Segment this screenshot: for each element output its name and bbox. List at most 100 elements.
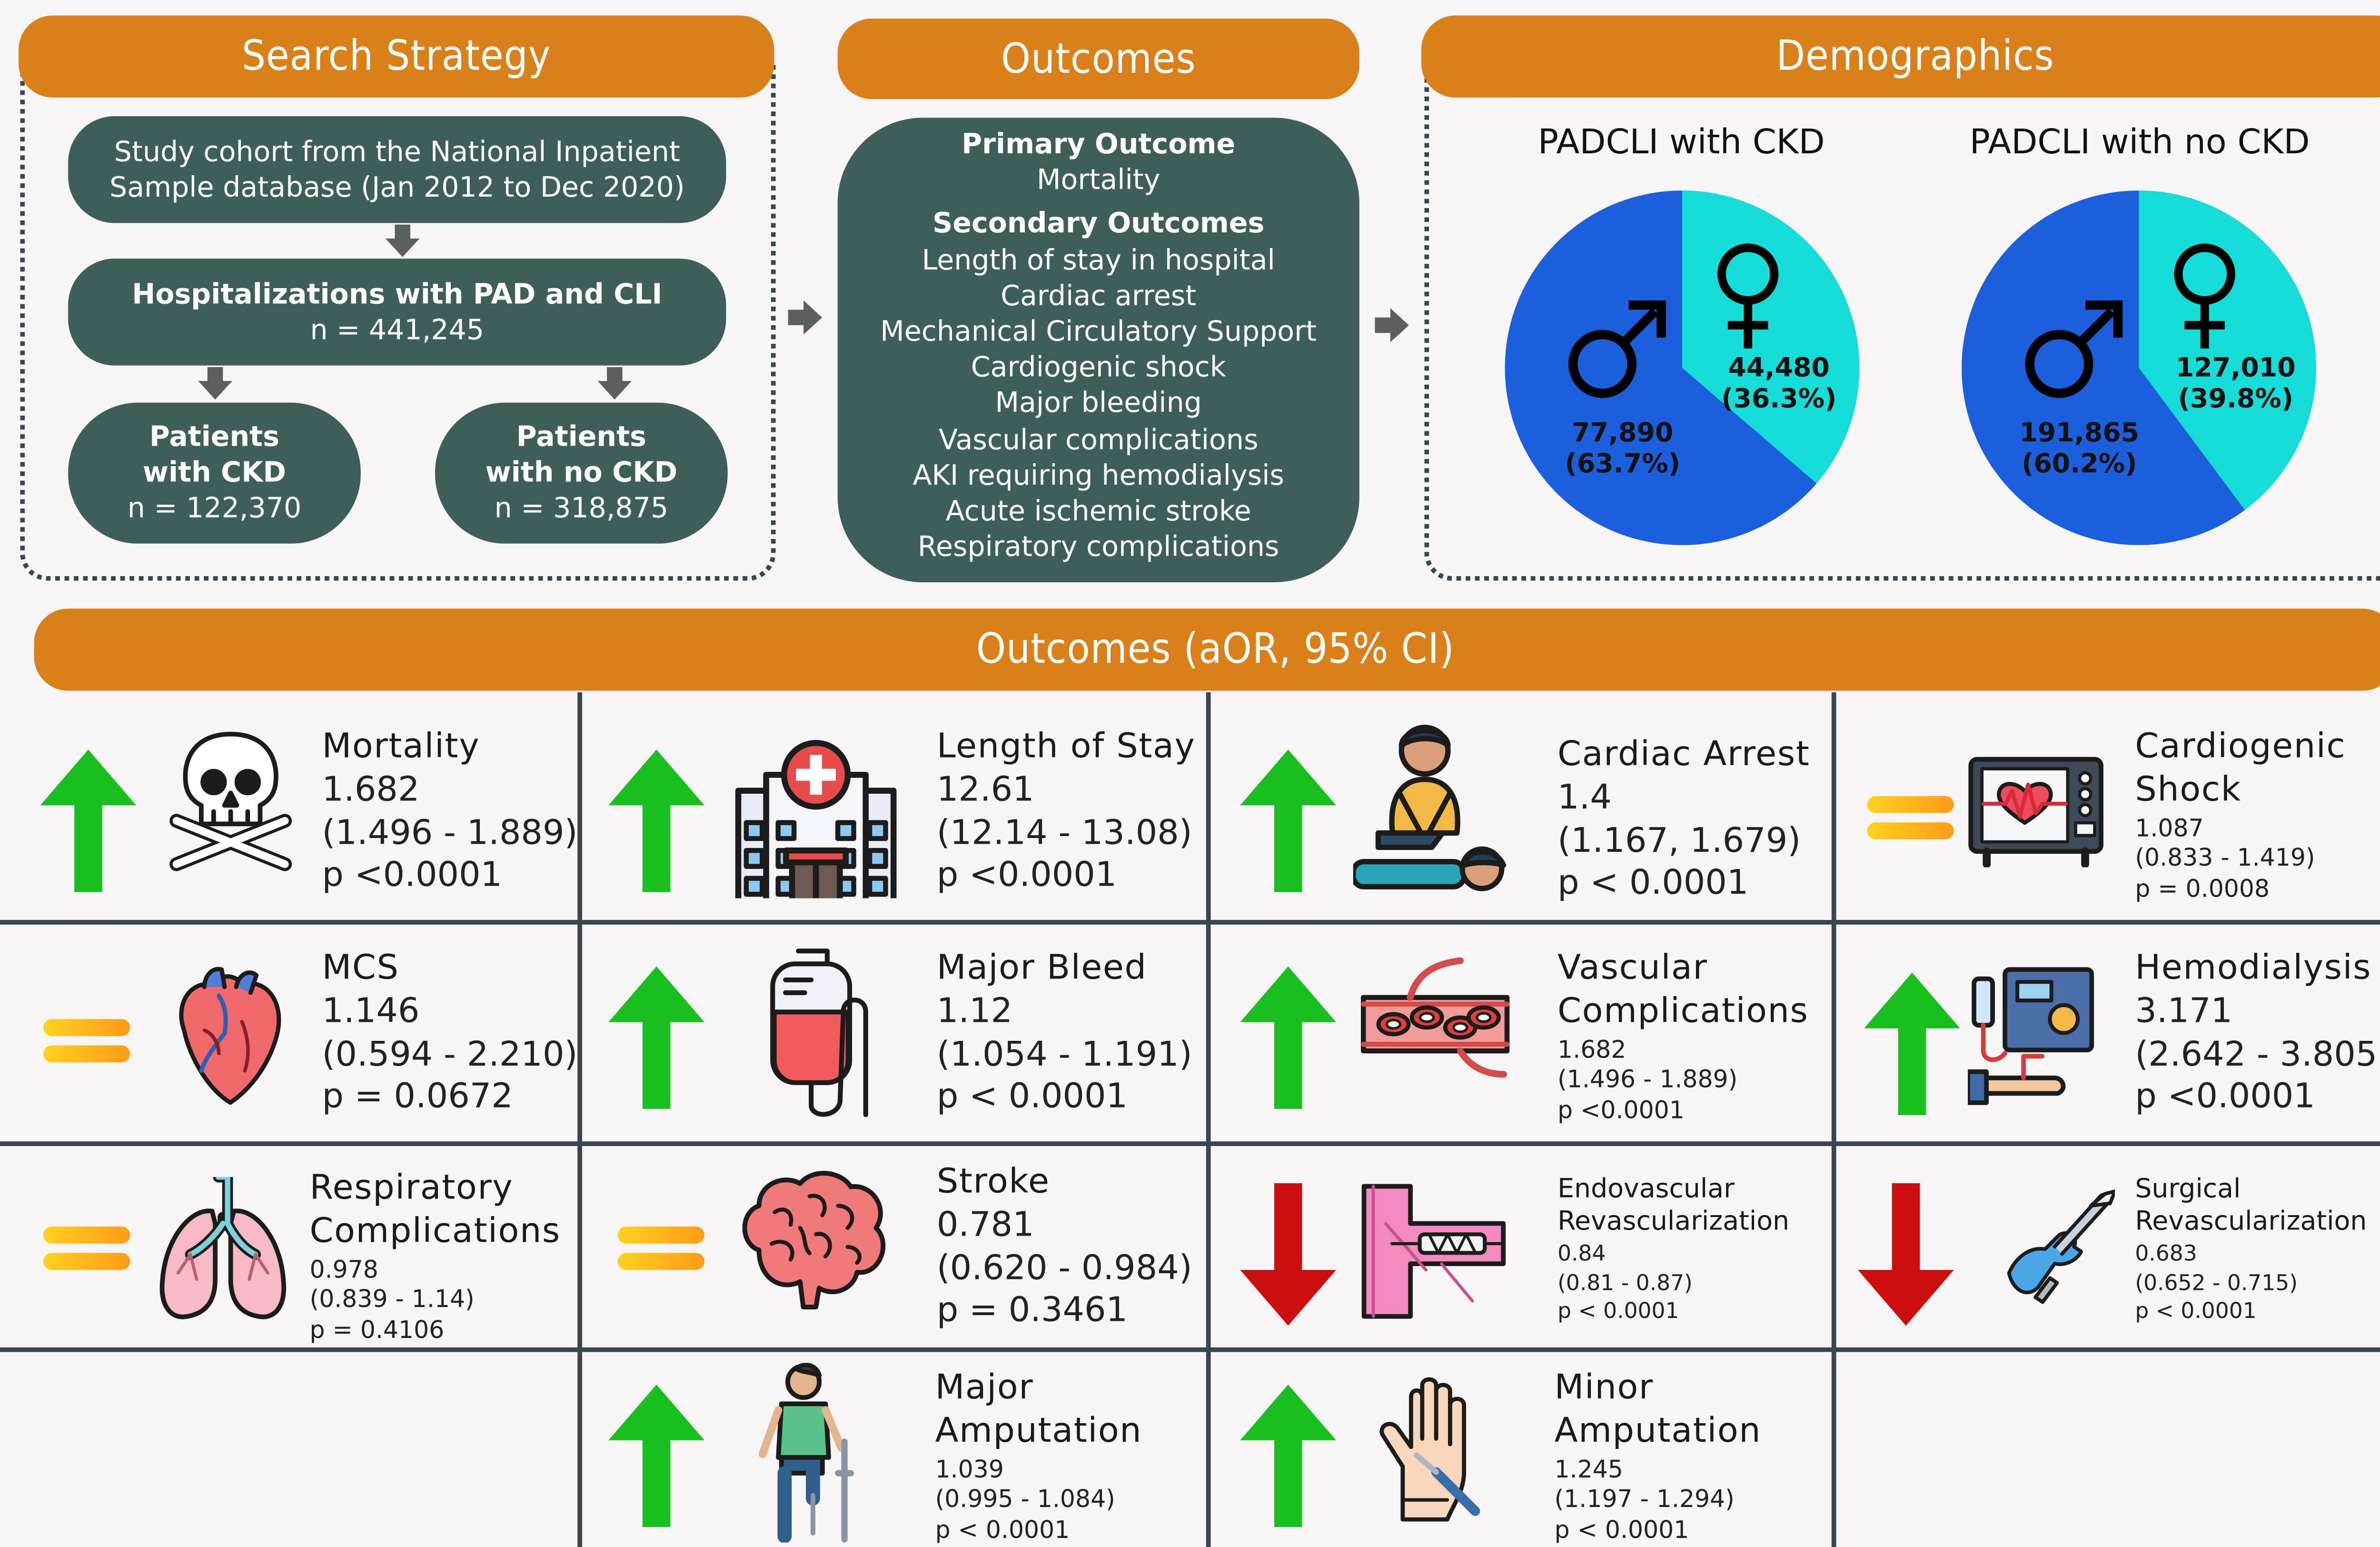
grid-divider bbox=[0, 920, 2380, 925]
confidence-interval: (1.496 - 1.889) bbox=[322, 814, 578, 853]
female-slice bbox=[2139, 190, 2316, 510]
search-strategy-title: Search Strategy bbox=[19, 15, 774, 98]
p-value: p = 0.0008 bbox=[2135, 874, 2270, 902]
cohort-line-1: Study cohort from the National Inpatient bbox=[114, 135, 680, 168]
equal-icon bbox=[617, 1227, 704, 1270]
p-value: p <0.0001 bbox=[1557, 1096, 1685, 1124]
female-count: 127,010 bbox=[2176, 352, 2296, 383]
hospitalizations-box: Hospitalizations with PAD and CLI n = 44… bbox=[68, 259, 726, 366]
p-value: p < 0.0001 bbox=[1557, 864, 1749, 903]
heart-monitor-icon bbox=[1968, 757, 2103, 868]
outcome-name: Revascularization bbox=[2135, 1206, 2367, 1238]
equal-icon bbox=[43, 1227, 130, 1270]
female-symbol-icon bbox=[1717, 243, 1779, 349]
outcome-name: Cardiogenic bbox=[2135, 728, 2346, 767]
outcomes-title: Outcomes bbox=[837, 19, 1359, 100]
odds-ratio: 1.245 bbox=[1554, 1455, 1623, 1483]
confidence-interval: (1.496 - 1.889) bbox=[1557, 1065, 1738, 1094]
confidence-interval: (2.642 - 3.805) bbox=[2135, 1035, 2380, 1074]
dialysis-machine-icon bbox=[1968, 967, 2094, 1105]
secondary-outcome-item: Respiratory complications bbox=[917, 531, 1279, 564]
pie-title-ckd: PADCLI with CKD bbox=[1537, 124, 1825, 163]
results-title: Outcomes (aOR, 95% CI) bbox=[34, 609, 2380, 691]
confidence-interval: (1.197 - 1.294) bbox=[1554, 1485, 1735, 1513]
primary-outcome-heading: Primary Outcome bbox=[962, 128, 1236, 161]
secondary-outcome-item: Length of stay in hospital bbox=[922, 244, 1275, 277]
confidence-interval: (12.14 - 13.08) bbox=[936, 814, 1192, 853]
secondary-outcome-item: AKI requiring hemodialysis bbox=[912, 459, 1284, 492]
secondary-outcomes-heading: Secondary Outcomes bbox=[932, 208, 1265, 241]
pie-title-no-ckd: PADCLI with no CKD bbox=[1969, 124, 2310, 163]
outcome-name: Amputation bbox=[935, 1411, 1142, 1451]
p-value: p <0.0001 bbox=[2135, 1078, 2315, 1117]
male-count: 191,865 bbox=[2019, 418, 2139, 448]
odds-ratio: 0.683 bbox=[2135, 1242, 2197, 1267]
confidence-interval: (0.833 - 1.419) bbox=[2135, 844, 2315, 872]
arrow-down-icon bbox=[1240, 1183, 1336, 1326]
odds-ratio: 1.087 bbox=[2135, 814, 2204, 842]
lungs-icon bbox=[159, 1177, 287, 1319]
no-ckd-patients-box: Patients with no CKD n = 318,875 bbox=[435, 402, 728, 544]
outcome-name: Stroke bbox=[936, 1163, 1050, 1202]
blood-bag-icon bbox=[770, 948, 868, 1118]
confidence-interval: (1.054 - 1.191) bbox=[936, 1035, 1192, 1074]
male-symbol-icon bbox=[2025, 300, 2123, 398]
female-percent: (39.8%) bbox=[2178, 383, 2293, 414]
brain-icon bbox=[742, 1171, 886, 1310]
ckd-label-1: Patients bbox=[149, 421, 280, 454]
outcome-name: Minor bbox=[1554, 1369, 1654, 1408]
no-ckd-label-1: Patients bbox=[516, 421, 646, 454]
odds-ratio: 0.781 bbox=[936, 1206, 1034, 1246]
odds-ratio: 0.84 bbox=[1557, 1242, 1606, 1267]
hospital-icon bbox=[735, 740, 897, 898]
secondary-outcome-item: Vascular complications bbox=[938, 423, 1259, 457]
arrow-up-icon bbox=[40, 749, 137, 892]
p-value: p < 0.0001 bbox=[1557, 1299, 1679, 1324]
odds-ratio: 12.61 bbox=[936, 771, 1034, 810]
confidence-interval: (0.81 - 0.87) bbox=[1557, 1270, 1693, 1296]
outcome-name: Amputation bbox=[1554, 1411, 1762, 1451]
hospitalizations-count: n = 441,245 bbox=[310, 313, 485, 346]
arrow-right-icon bbox=[1375, 308, 1409, 342]
p-value: p <0.0001 bbox=[322, 856, 503, 896]
outcome-name: Mortality bbox=[322, 728, 480, 767]
female-count: 44,480 bbox=[1728, 352, 1830, 383]
grid-divider bbox=[0, 1347, 2380, 1352]
p-value: p = 0.0672 bbox=[322, 1078, 513, 1117]
skull-crossbones-icon bbox=[169, 731, 292, 871]
p-value: p <0.0001 bbox=[936, 856, 1117, 896]
grid-divider bbox=[577, 692, 582, 1547]
no-ckd-count: n = 318,875 bbox=[494, 492, 669, 525]
grid-divider bbox=[1206, 692, 1211, 1547]
arrow-up-icon bbox=[1864, 972, 1960, 1115]
primary-outcome-item: Mortality bbox=[1037, 164, 1160, 197]
confidence-interval: (0.594 - 2.210) bbox=[322, 1035, 578, 1074]
p-value: p = 0.4106 bbox=[309, 1316, 445, 1344]
outcome-name: Complications bbox=[1557, 992, 1809, 1031]
ckd-label-2: with CKD bbox=[142, 457, 287, 489]
arrow-up-icon bbox=[1240, 1384, 1336, 1527]
male-symbol-icon bbox=[1568, 300, 1666, 398]
outcome-name: MCS bbox=[322, 949, 399, 988]
secondary-outcome-item: Cardiac arrest bbox=[1001, 280, 1197, 313]
ckd-patients-box: Patients with CKD n = 122,370 bbox=[68, 402, 361, 544]
arrow-up-icon bbox=[1240, 749, 1336, 892]
arrow-up-icon bbox=[1240, 966, 1336, 1109]
confidence-interval: (0.839 - 1.14) bbox=[309, 1285, 475, 1314]
equal-icon bbox=[43, 1019, 130, 1063]
outcome-name: Vascular bbox=[1557, 949, 1708, 988]
outcomes-list-box: Primary Outcome Mortality Secondary Outc… bbox=[837, 118, 1359, 582]
grid-divider bbox=[1831, 692, 1836, 1547]
arrow-right-icon bbox=[788, 300, 823, 335]
cpr-icon bbox=[1353, 725, 1507, 891]
secondary-outcome-item: Cardiogenic shock bbox=[971, 352, 1226, 385]
odds-ratio: 1.682 bbox=[322, 771, 420, 810]
confidence-interval: (0.652 - 0.715) bbox=[2135, 1270, 2298, 1296]
odds-ratio: 1.146 bbox=[322, 992, 420, 1032]
stent-icon bbox=[1361, 1184, 1506, 1319]
cohort-line-2: Sample database (Jan 2012 to Dec 2020) bbox=[109, 171, 685, 204]
arrow-up-icon bbox=[608, 749, 704, 892]
outcome-name: Surgical bbox=[2135, 1174, 2241, 1205]
secondary-outcome-item: Acute ischemic stroke bbox=[945, 495, 1251, 529]
